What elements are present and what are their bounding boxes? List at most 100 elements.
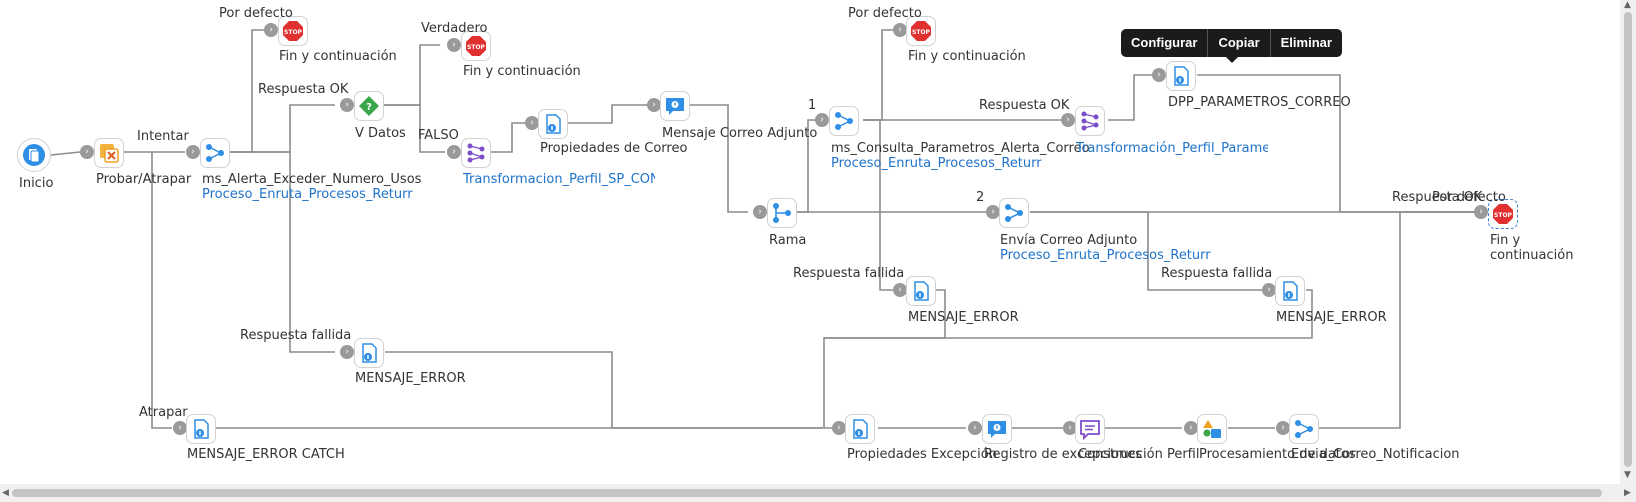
- input-port: ›: [340, 98, 354, 112]
- scroll-up-icon[interactable]: ▲: [1624, 0, 1631, 10]
- stop-shape[interactable]: STOP: [461, 31, 491, 61]
- document-properties-icon: [546, 114, 561, 134]
- shape-label: ms_Consulta_Parametros_Alerta_Correo: [831, 141, 1090, 156]
- scroll-down-icon[interactable]: ▼: [1624, 470, 1631, 480]
- document-properties-icon: [853, 419, 868, 439]
- shape-label: MENSAJE_ERROR: [908, 310, 1019, 325]
- input-port: ›: [80, 145, 94, 159]
- shape-label: Fin y continuación: [279, 49, 397, 64]
- document-properties-shape[interactable]: [186, 414, 216, 444]
- input-port: ›: [986, 205, 1000, 219]
- stop-icon: STOP: [911, 21, 931, 41]
- branch-icon: [773, 203, 791, 223]
- route-label: FALSO: [418, 128, 459, 143]
- shape-label: MENSAJE_ERROR CATCH: [187, 447, 345, 462]
- stop-shape[interactable]: STOP: [1488, 199, 1518, 229]
- shape-sublabel[interactable]: Proceso_Enruta_Procesos_Returr: [202, 187, 413, 202]
- decision-shape[interactable]: ?: [354, 91, 384, 121]
- input-port: ›: [753, 205, 767, 219]
- route-label: Verdadero: [421, 21, 488, 36]
- route-label: Respuesta fallida: [240, 328, 352, 343]
- start-icon: [23, 144, 45, 166]
- document-properties-shape[interactable]: [1166, 61, 1196, 91]
- document-properties-icon: [1174, 66, 1189, 86]
- connector-shape[interactable]: [999, 198, 1029, 228]
- input-port: ›: [893, 283, 907, 297]
- input-port: ›: [1184, 421, 1198, 435]
- input-port: ›: [1061, 113, 1075, 127]
- input-port: ›: [1474, 205, 1488, 219]
- shape-label: Mensaje Correo Adjunto: [662, 126, 818, 141]
- input-port: ›: [968, 421, 982, 435]
- shape-sublabel[interactable]: Transformacion_Perfil_SP_CONSU: [463, 172, 655, 187]
- shape-label: Envía Correo Adjunto: [1000, 233, 1138, 248]
- stop-shape[interactable]: STOP: [278, 16, 308, 46]
- shape-label: Construcción Perfil: [1078, 447, 1200, 462]
- map-shape[interactable]: [1075, 106, 1105, 136]
- shape-sublabel[interactable]: Proceso_Enruta_Procesos_Returr: [1000, 248, 1211, 263]
- input-port: ›: [1276, 421, 1290, 435]
- input-port: ›: [447, 38, 461, 52]
- try-catch-shape[interactable]: [94, 138, 124, 168]
- route-label: Por defecto: [219, 6, 293, 21]
- shape-label: Procesamiento de datos: [1199, 447, 1356, 462]
- route-label: Respuesta OK: [979, 98, 1070, 113]
- message-shape[interactable]: [982, 414, 1012, 444]
- connector-shape[interactable]: [829, 106, 859, 136]
- shape-label: Propiedades Excepción: [847, 447, 997, 462]
- document-properties-shape[interactable]: [906, 276, 936, 306]
- route-label: Respuesta fallida: [793, 266, 905, 281]
- shape-sublabel[interactable]: Transformación_Perfil_Parametro: [1076, 141, 1268, 156]
- document-properties-icon: [194, 419, 209, 439]
- map-icon: [467, 143, 485, 163]
- connector-icon: [1295, 420, 1313, 438]
- delete-button[interactable]: Eliminar: [1280, 35, 1332, 50]
- shape-label: V Datos: [355, 126, 406, 141]
- branch-shape[interactable]: [767, 198, 797, 228]
- route-label: Atrapar: [139, 405, 188, 420]
- connector-shape[interactable]: [200, 138, 230, 168]
- shape-label: Fin y continuación: [463, 64, 581, 79]
- input-port: ›: [447, 145, 461, 159]
- svg-text:STOP: STOP: [1494, 212, 1513, 219]
- data-process-icon: [1203, 420, 1221, 438]
- route-label: Respuesta fallida: [1161, 266, 1273, 281]
- configure-button[interactable]: Configurar: [1121, 29, 1209, 57]
- shape-sublabel[interactable]: Proceso_Enruta_Procesos_Returr: [831, 156, 1042, 171]
- horizontal-scrollbar[interactable]: ◀ ▶: [0, 484, 1636, 502]
- route-label: Intentar: [137, 129, 189, 144]
- input-port: ›: [1152, 68, 1166, 82]
- shape-label: Inicio: [19, 176, 54, 191]
- shape-context-toolbar: Configurar Copiar Eliminar: [1121, 29, 1342, 57]
- connector-shape[interactable]: [1289, 414, 1319, 444]
- input-port: ›: [1262, 283, 1276, 297]
- input-port: ›: [186, 145, 200, 159]
- document-properties-shape[interactable]: [1275, 276, 1305, 306]
- route-label: Respuesta OK: [258, 82, 349, 97]
- route-label: Por defecto: [1432, 190, 1506, 205]
- copy-button[interactable]: Copiar: [1208, 29, 1271, 57]
- scroll-left-icon[interactable]: ◀: [2, 488, 9, 498]
- horizontal-scroll-thumb[interactable]: [12, 489, 1602, 497]
- document-properties-shape[interactable]: [538, 109, 568, 139]
- start-shape[interactable]: [17, 138, 51, 172]
- data-process-shape[interactable]: [1197, 414, 1227, 444]
- shape-label: Probar/Atrapar: [96, 172, 192, 187]
- scroll-right-icon[interactable]: ▶: [1624, 488, 1631, 498]
- message-shape[interactable]: [660, 91, 690, 121]
- input-port: ›: [893, 23, 907, 37]
- document-properties-shape[interactable]: [845, 414, 875, 444]
- map-shape[interactable]: [461, 138, 491, 168]
- notify-shape[interactable]: [1075, 414, 1105, 444]
- input-port: ›: [647, 98, 661, 112]
- input-port: ›: [173, 421, 187, 435]
- stop-shape[interactable]: STOP: [906, 16, 936, 46]
- stop-icon: STOP: [1493, 204, 1513, 224]
- message-icon: [988, 421, 1006, 438]
- vertical-scroll-thumb[interactable]: [1624, 12, 1632, 467]
- vertical-scrollbar[interactable]: ▲ ▼: [1620, 0, 1636, 484]
- document-properties-shape[interactable]: [354, 338, 384, 368]
- svg-text:STOP: STOP: [912, 29, 931, 36]
